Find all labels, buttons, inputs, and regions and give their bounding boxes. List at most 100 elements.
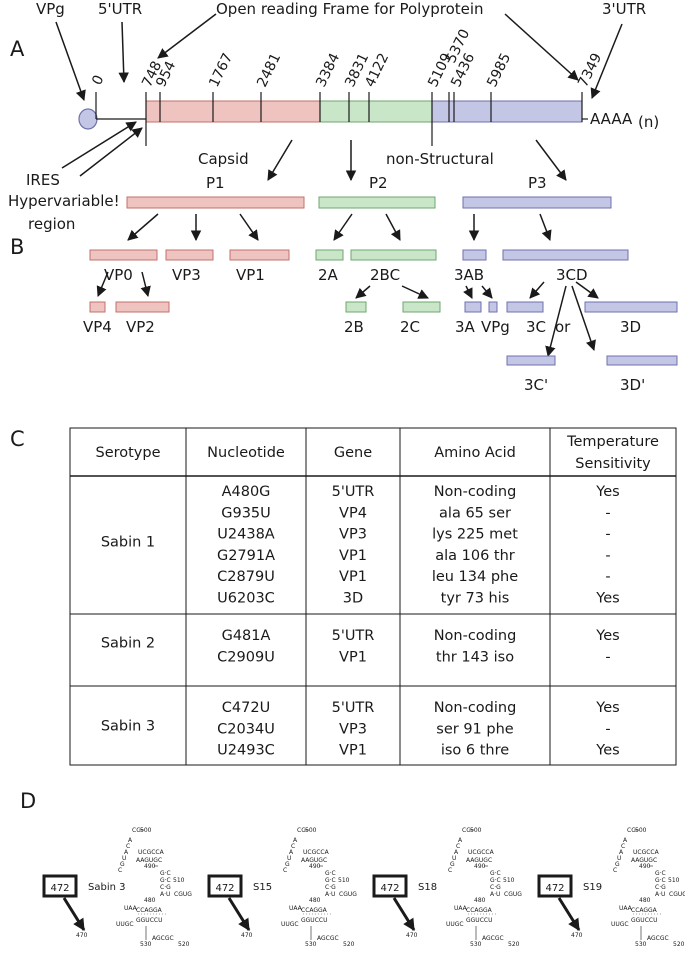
rna-base: C	[448, 867, 452, 874]
rna-side: CGUG	[339, 891, 357, 898]
rna-label-500: 500	[470, 827, 482, 834]
rna-stem-left: AAGUGC	[136, 857, 162, 864]
rna-label-510: 510	[338, 877, 350, 884]
nucleotide-cell: C472U	[222, 700, 270, 716]
amino-acid-cell: Non-coding	[434, 628, 517, 644]
vpg-arrow	[55, 21, 86, 101]
rna-pair: G·C	[655, 870, 666, 877]
rna-label-480: 480	[474, 897, 486, 904]
rna-base: C	[621, 843, 625, 850]
vpg-label: VPg	[36, 0, 65, 18]
rna-label-500: 500	[140, 827, 152, 834]
vp3-label: VP3	[172, 266, 201, 284]
3d-prime-bar	[606, 355, 678, 366]
rna-base: G	[285, 861, 290, 868]
p2-bar	[318, 196, 436, 209]
p1-bar	[126, 196, 305, 209]
rna-bulge: UAA	[619, 905, 633, 912]
gene-cell: VP3	[339, 527, 367, 543]
rna-pair: G·C	[160, 877, 171, 884]
rna-pair: G·C	[325, 877, 336, 884]
ires-label: IRES	[26, 171, 60, 189]
gene-cell: VP1	[339, 649, 367, 665]
capsid-label: Capsid	[198, 150, 249, 168]
rna-base: U	[452, 855, 456, 862]
rna-base: A	[458, 837, 463, 844]
gene-cell: VP1	[339, 743, 367, 759]
3a-label: 3A	[455, 318, 476, 336]
rna-stem-left: AAGUGC	[631, 857, 657, 864]
nucleotide-cell: C2034U	[217, 721, 275, 737]
amino-acid-cell: iso 6 thre	[441, 743, 509, 759]
rna-label-510: 510	[173, 877, 185, 884]
gene-cell: 5'UTR	[332, 628, 375, 644]
3c-label: 3C	[526, 318, 546, 336]
amino-acid-cell: ala 65 ser	[439, 505, 511, 521]
2a-bar	[315, 249, 344, 261]
rna-bulge: UAA	[124, 905, 138, 912]
rna-label-510: 510	[503, 877, 515, 884]
rna-tail: AGCGC	[317, 935, 339, 942]
rna-bulge: UAA	[289, 905, 303, 912]
rna-stem-right: UCGCCA	[633, 849, 660, 856]
ts-cell: -	[605, 569, 610, 585]
pointer-arrow	[62, 897, 86, 932]
pos-2481: 2481	[254, 51, 284, 90]
rna-label-530: 530	[470, 941, 482, 948]
rna-strand-bottom: GGUCCU	[136, 917, 162, 924]
rna-pair: G·C	[490, 870, 501, 877]
nonstructural-label: non-Structural	[386, 150, 494, 168]
utr5-label: 5'UTR	[98, 0, 142, 18]
rna-label-530: 530	[140, 941, 152, 948]
rna-base: A	[289, 849, 294, 856]
structure-name: S18	[418, 882, 437, 893]
rna-base: C	[613, 867, 617, 874]
header-amino-acid: Amino Acid	[434, 445, 516, 461]
pos-3384: 3384	[313, 51, 343, 90]
rna-label-470: 470	[76, 932, 88, 939]
rna-label-510: 510	[668, 877, 680, 884]
nucleotide-cell: C2879U	[217, 569, 275, 585]
rna-label-480: 480	[144, 897, 156, 904]
position-box	[207, 874, 243, 898]
rna-pair: G·C	[325, 870, 336, 877]
or-label: or	[555, 318, 571, 336]
2bc-label: 2BC	[370, 266, 400, 284]
gene-cell: VP1	[339, 569, 367, 585]
rna-base: A	[623, 837, 628, 844]
serotype-cell: Sabin 3	[101, 718, 155, 734]
ts-cell: Yes	[595, 743, 619, 759]
mutation-table	[69, 427, 677, 766]
ts-cell: -	[605, 548, 610, 564]
rna-base: A	[454, 849, 459, 856]
rna-strand-bottom: GGUCCU	[631, 917, 657, 924]
rna-strand-bottom: GGUCCU	[466, 917, 492, 924]
rna-loop: CC	[627, 827, 635, 834]
orf-label: Open reading Frame for Polyprotein	[216, 0, 484, 18]
vp0-bar	[89, 249, 158, 261]
header-nucleotide: Nucleotide	[207, 445, 285, 461]
pointer-arrow	[227, 897, 251, 932]
gene-cell: 5'UTR	[332, 700, 375, 716]
rna-label-490: 490	[144, 863, 156, 870]
genome-ticks	[95, 92, 583, 146]
position-box	[372, 874, 408, 898]
ts-cell: -	[605, 649, 610, 665]
nucleotide-cell: U2493C	[217, 743, 275, 759]
vp1-label: VP1	[236, 266, 265, 284]
2b-bar	[345, 301, 367, 313]
nucleotide-cell: G481A	[222, 628, 271, 644]
rna-side: CGUG	[504, 891, 522, 898]
rna-pair: A·U	[160, 891, 170, 898]
pointer-arrow	[557, 897, 581, 932]
rna-pair: G·C	[655, 877, 666, 884]
ts-cell: Yes	[595, 591, 619, 607]
rna-base: C	[126, 843, 130, 850]
rna-pair: G·C	[490, 877, 501, 884]
orf-right-arrow	[504, 13, 579, 81]
rna-base: C	[456, 843, 460, 850]
amino-acid-cell: Non-coding	[434, 700, 517, 716]
